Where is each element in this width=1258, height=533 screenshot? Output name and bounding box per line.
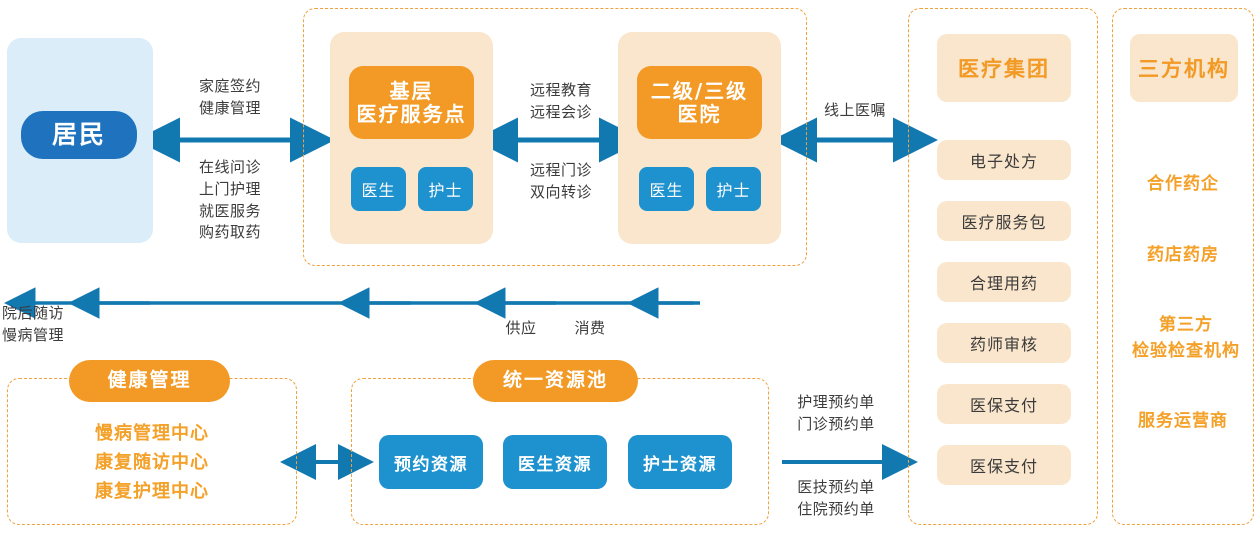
hospital-role-nurse[interactable]: 护士 bbox=[706, 167, 761, 211]
primary-service-title[interactable]: 基层 医疗服务点 bbox=[349, 66, 474, 139]
medical-group-item-4[interactable]: 医保支付 bbox=[937, 384, 1071, 424]
label-online-order: 线上医嘱 bbox=[823, 101, 886, 119]
label-consume: 消费 bbox=[574, 319, 606, 337]
health-management-item-0[interactable]: 慢病管理中心 bbox=[95, 423, 209, 444]
resident-pill[interactable]: 居民 bbox=[21, 111, 137, 159]
label-providers-top: 远程教育 远程会诊 bbox=[529, 81, 592, 121]
label-pool-group-bottom: 医技预约单 住院预约单 bbox=[797, 478, 875, 518]
third-party-item-3[interactable]: 服务运营商 bbox=[1138, 411, 1228, 431]
label-providers-bottom: 远程门诊 双向转诊 bbox=[529, 161, 592, 201]
label-pool-group-top: 护理预约单 门诊预约单 bbox=[797, 393, 875, 433]
label-resident-bottom: 在线问诊 上门护理 就医服务 购药取药 bbox=[198, 158, 261, 242]
hospital-role-doctor[interactable]: 医生 bbox=[639, 167, 694, 211]
hospital-title[interactable]: 二级/三级 医院 bbox=[637, 66, 762, 139]
third-party-item-1[interactable]: 药店药房 bbox=[1147, 245, 1219, 265]
label-post-discharge: 院后随访 慢病管理 bbox=[2, 304, 65, 344]
health-management-header[interactable]: 健康管理 bbox=[69, 360, 230, 402]
resource-pool-item-2[interactable]: 护士资源 bbox=[628, 435, 732, 489]
third-party-panel bbox=[1112, 8, 1254, 525]
medical-group-panel bbox=[908, 8, 1098, 525]
medical-group-item-5[interactable]: 医保支付 bbox=[937, 445, 1071, 485]
resource-pool-item-0[interactable]: 预约资源 bbox=[379, 435, 483, 489]
medical-group-item-0[interactable]: 电子处方 bbox=[937, 140, 1071, 180]
label-supply: 供应 bbox=[505, 319, 537, 337]
third-party-item-2[interactable]: 第三方 检验检查机构 bbox=[1132, 315, 1240, 361]
medical-group-item-2[interactable]: 合理用药 bbox=[937, 262, 1071, 302]
resource-pool-item-1[interactable]: 医生资源 bbox=[503, 435, 607, 489]
label-resident-top: 家庭签约 健康管理 bbox=[198, 77, 261, 117]
primary-role-nurse[interactable]: 护士 bbox=[418, 167, 473, 211]
health-management-item-2[interactable]: 康复护理中心 bbox=[95, 481, 209, 502]
health-management-item-1[interactable]: 康复随访中心 bbox=[95, 452, 209, 473]
primary-role-doctor[interactable]: 医生 bbox=[351, 167, 406, 211]
medical-group-header: 医疗集团 bbox=[937, 34, 1071, 102]
medical-group-item-3[interactable]: 药师审核 bbox=[937, 323, 1071, 363]
third-party-item-0[interactable]: 合作药企 bbox=[1147, 174, 1219, 194]
resource-pool-header[interactable]: 统一资源池 bbox=[473, 360, 638, 402]
medical-group-item-1[interactable]: 医疗服务包 bbox=[937, 201, 1071, 241]
providers-panel bbox=[303, 8, 807, 266]
third-party-header: 三方机构 bbox=[1130, 34, 1238, 102]
